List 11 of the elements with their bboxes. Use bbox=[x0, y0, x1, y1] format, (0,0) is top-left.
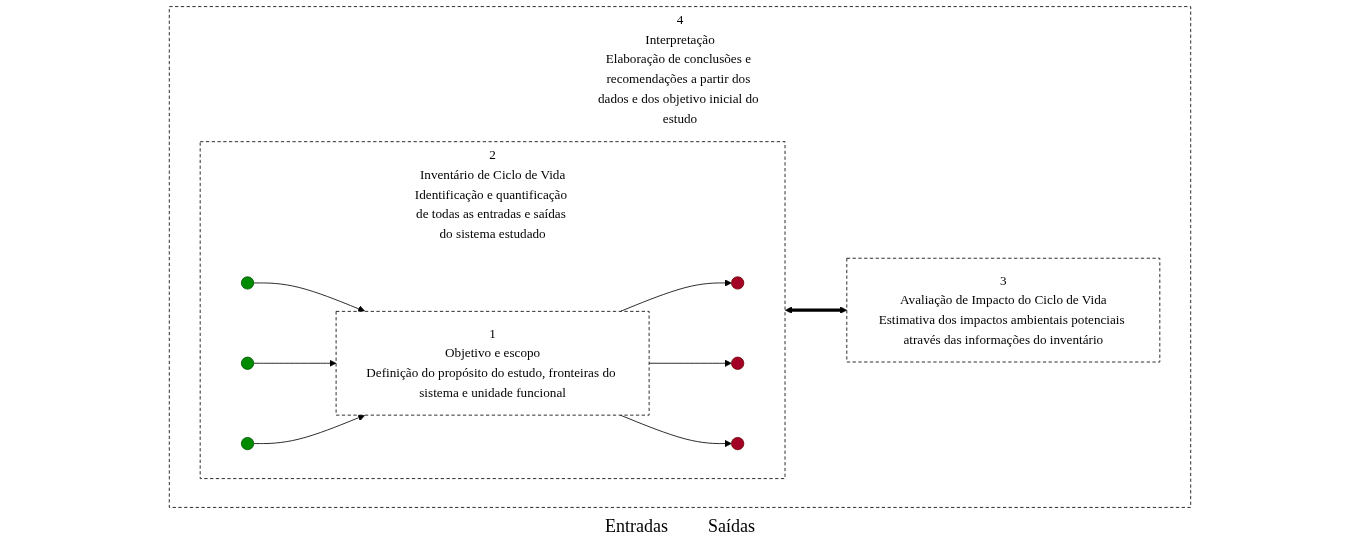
node-circle bbox=[731, 436, 745, 451]
node-circle bbox=[240, 276, 255, 290]
node-box: 1 Objetivo e escopo Definição do propósito do estudo, fronteiras do sistema e unidade funcional bbox=[335, 310, 650, 416]
node-circle bbox=[731, 276, 745, 290]
node-circle bbox=[240, 436, 255, 451]
arrow bbox=[785, 306, 848, 314]
node-circle bbox=[731, 356, 745, 370]
node-box: 3 Avaliação de Impacto do Ciclo de Vida Estimativa dos impactos ambientais potenciais através das informações do inventário bbox=[846, 257, 1161, 363]
side-label: Saídas bbox=[708, 516, 755, 537]
side-label: Entradas bbox=[605, 516, 668, 537]
node-circle bbox=[240, 356, 255, 370]
